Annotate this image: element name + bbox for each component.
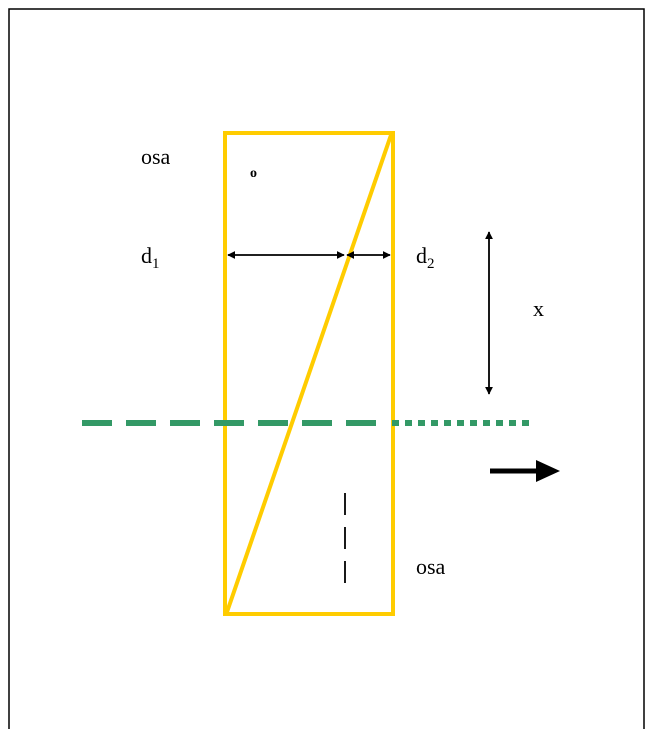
label-d1: d1 [141,243,160,272]
label-o-mark: o [250,166,257,181]
label-axis-bottom: osa [416,554,446,579]
label-axis-top: osa [141,144,171,169]
page-border [8,8,645,729]
prism-diagonal [225,134,393,613]
label-x: x [533,296,544,321]
propagation-arrow-head [536,460,560,482]
prism-rectangle [223,131,395,616]
label-d2: d2 [416,243,435,272]
